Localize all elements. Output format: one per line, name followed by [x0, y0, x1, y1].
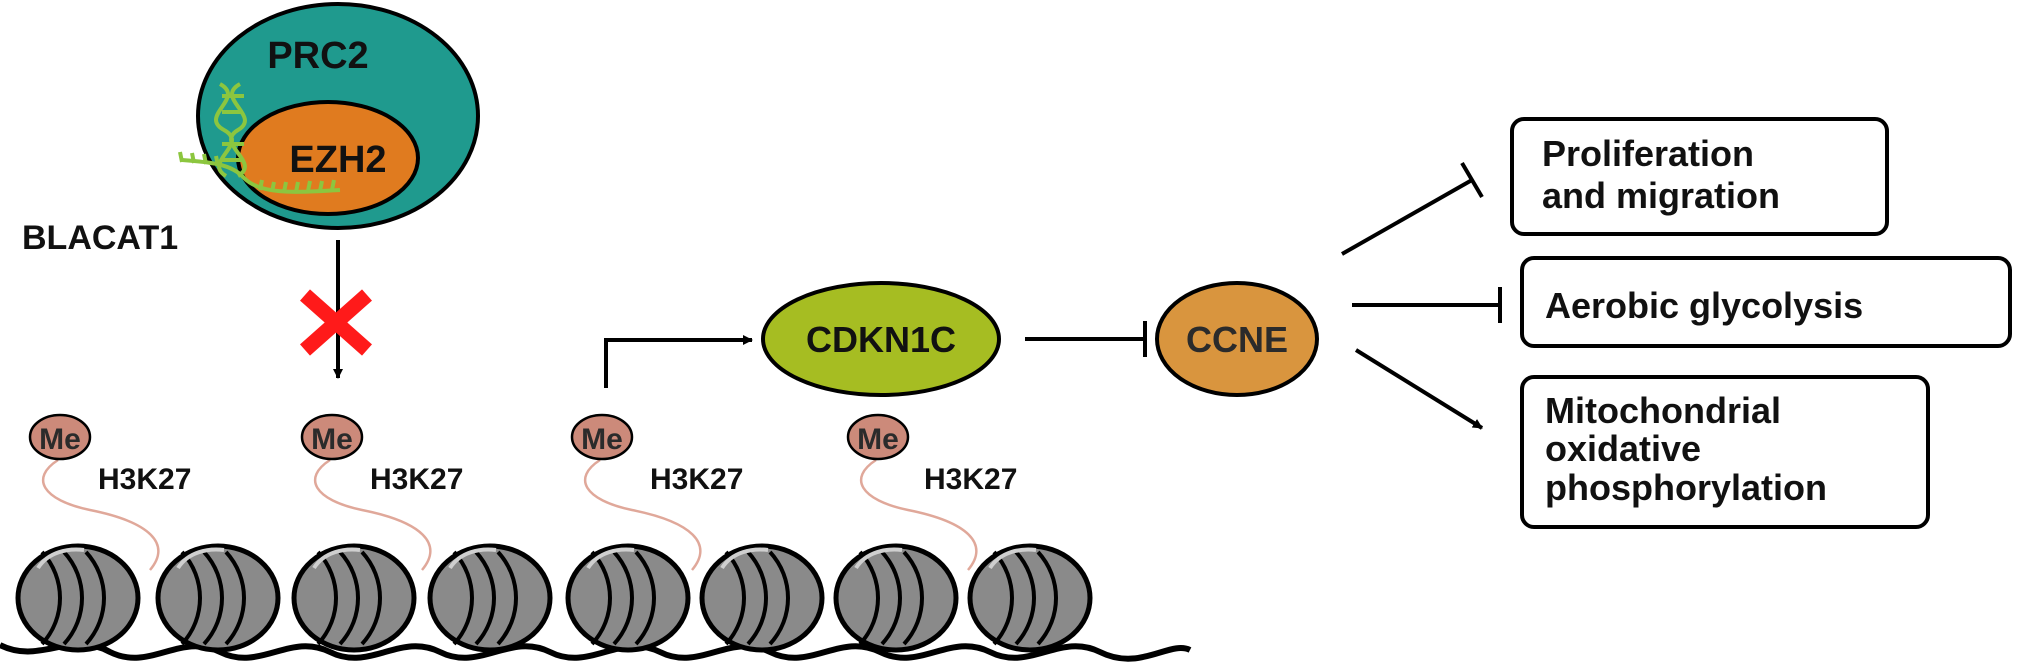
- nucleosome-icon: [833, 543, 959, 653]
- svg-text:Aerobic glycolysis: Aerobic glycolysis: [1545, 285, 1863, 326]
- methyl-label: Me: [39, 423, 81, 456]
- outcome-line: oxidative: [1545, 428, 1701, 469]
- histone-mark-3: Me H3K27: [570, 413, 743, 571]
- prc2-label: PRC2: [267, 35, 368, 77]
- methyl-label: Me: [311, 423, 353, 456]
- outcome-line: Aerobic glycolysis: [1545, 285, 1863, 326]
- inhibition-cross-icon: [300, 289, 372, 356]
- histone-mark-4: Me H3K27: [846, 413, 1017, 571]
- outcome-glycolysis: Aerobic glycolysis: [1520, 256, 2012, 348]
- outcome-line: Proliferation: [1542, 133, 1754, 174]
- outcome-proliferation: Proliferation and migration: [1510, 117, 1889, 236]
- cdkn1c-label: CDKN1C: [806, 319, 956, 360]
- outcome-line: Mitochondrial: [1545, 390, 1781, 431]
- lncrna-helix-icon: [178, 82, 341, 194]
- h3k27-label: H3K27: [650, 463, 743, 496]
- prc2-complex: PRC2 EZH2: [196, 2, 480, 230]
- methyl-circle: [846, 413, 910, 461]
- methyl-circle: [300, 413, 364, 461]
- activation-arrow: [604, 335, 753, 388]
- methyl-circle: [28, 413, 92, 461]
- outcome-line: and migration: [1542, 175, 1780, 216]
- nucleosome-icon: [967, 543, 1093, 653]
- histone-marks: Me H3K27 Me H3K27 Me H3K27 Me H3K27: [28, 413, 1017, 571]
- nucleosome-icon: [15, 543, 141, 653]
- svg-text:Mitochondrial oxidative: Mitochondrial oxidative phosphorylation: [1545, 390, 1827, 508]
- ccne-node: CCNE: [1155, 281, 1319, 397]
- ccne-outputs: [1341, 161, 1502, 430]
- blacat1-label: BLACAT1: [22, 219, 178, 257]
- chromatin: [0, 543, 1192, 662]
- outcome-line: phosphorylation: [1545, 467, 1827, 508]
- histone-mark-1: Me H3K27: [28, 413, 191, 571]
- methyl-label: Me: [581, 423, 623, 456]
- nucleosome-row: [15, 543, 1093, 653]
- nucleosome-icon: [291, 543, 417, 653]
- nucleosome-icon: [565, 543, 691, 653]
- h3k27-label: H3K27: [924, 463, 1017, 496]
- activation-oxphos: [1354, 348, 1484, 430]
- nucleosome-icon: [699, 543, 825, 653]
- nucleosome-icon: [427, 543, 553, 653]
- cdkn1c-node: CDKN1C: [761, 281, 1001, 397]
- nucleosome-icon: [155, 543, 281, 653]
- methyl-circle: [570, 413, 634, 461]
- h3k27-label: H3K27: [98, 463, 191, 496]
- ccne-label: CCNE: [1186, 319, 1288, 360]
- outcome-oxphos: Mitochondrial oxidative phosphorylation: [1520, 375, 1930, 529]
- histone-mark-2: Me H3K27: [300, 413, 463, 571]
- methyl-label: Me: [857, 423, 899, 456]
- inhibition-cdkn1c-ccne: [1025, 321, 1147, 357]
- svg-text:Proliferation and migrat: Proliferation and migration: [1542, 133, 1780, 216]
- h3k27-label: H3K27: [370, 463, 463, 496]
- inhibition-proliferation: [1341, 178, 1473, 256]
- ezh2-label: EZH2: [289, 139, 386, 181]
- blocked-arrow: [300, 240, 372, 379]
